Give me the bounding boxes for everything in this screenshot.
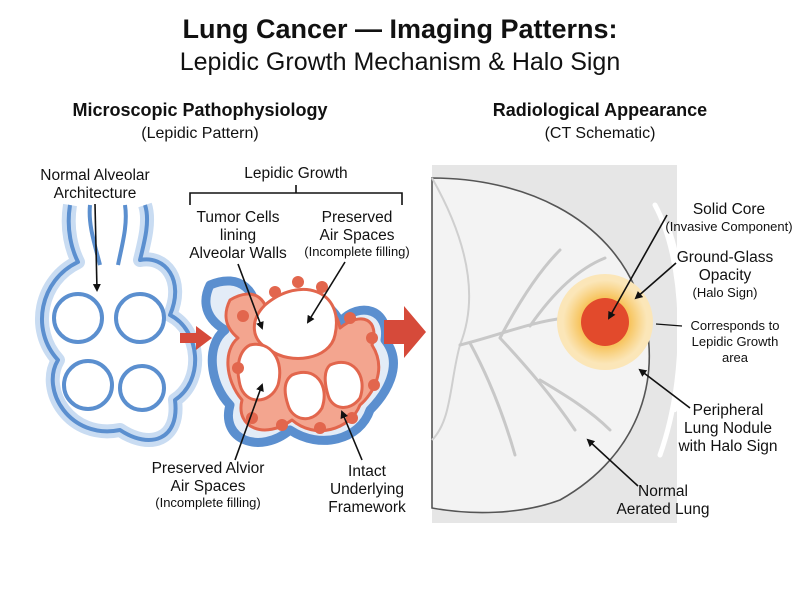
left-section-heading: Microscopic Pathophysiology xyxy=(72,100,327,120)
framework-label-3: Framework xyxy=(328,499,406,516)
ggo-note: (Halo Sign) xyxy=(692,285,757,300)
nodule-label-3: with Halo Sign xyxy=(677,438,777,455)
solid-core-pointer xyxy=(608,214,668,320)
nodule-label-2: Lung Nodule xyxy=(684,420,772,437)
lepidic-growth-label: Lepidic Growth xyxy=(244,165,347,182)
title-line-2: Lepidic Growth Mechanism & Halo Sign xyxy=(180,48,620,76)
title-line-1: Lung Cancer — Imaging Patterns: xyxy=(182,14,617,44)
tumor-cells-label-2: lining xyxy=(220,227,256,244)
right-section-heading: Radiological Appearance xyxy=(493,100,707,120)
ggo-label-1: Ground-Glass xyxy=(677,249,774,266)
transition-arrow-large xyxy=(384,306,426,358)
corresponds-label-3: area xyxy=(722,350,749,365)
normal-alveolar-pointer xyxy=(92,203,101,292)
normal-alveolus-illustration xyxy=(35,202,203,447)
nodule-pointer xyxy=(638,368,691,409)
preserved-bottom-note: (Incomplete filling) xyxy=(155,495,261,510)
lepidic-growth-illustration xyxy=(201,276,398,447)
normal-lung-label-2: Aerated Lung xyxy=(616,501,709,518)
tumor-cells-pointer xyxy=(237,263,264,330)
tumor-cells-label-3: Alveolar Walls xyxy=(189,245,287,262)
normal-alveolar-label-1: Normal Alveolar xyxy=(40,167,149,184)
ggo-label-2: Opacity xyxy=(699,267,752,284)
left-section-subheading: (Lepidic Pattern) xyxy=(141,125,258,142)
lepidic-growth-bracket xyxy=(189,185,403,205)
ct-schematic xyxy=(431,165,688,523)
normal-lung-label-1: Normal xyxy=(638,483,688,500)
preserved-bottom-label-1: Preserved Alvior xyxy=(152,460,265,477)
nodule-label-1: Peripheral xyxy=(693,402,764,419)
normal-lung-pointer xyxy=(586,438,639,487)
preserved-bottom-pointer xyxy=(234,383,264,461)
framework-label-1: Intact xyxy=(348,463,387,480)
framework-label-2: Underlying xyxy=(330,481,404,498)
normal-alveolar-label-2: Architecture xyxy=(54,185,137,202)
solid-core-note: (Invasive Component) xyxy=(665,219,792,234)
corresponds-label-2: Lepidic Growth xyxy=(692,334,779,349)
ggo-pointer xyxy=(634,262,677,300)
preserved-top-pointer xyxy=(306,261,346,324)
corresponds-pointer xyxy=(655,323,683,327)
solid-core-label: Solid Core xyxy=(693,201,765,218)
preserved-bottom-label-2: Air Spaces xyxy=(171,478,246,495)
preserved-top-label-2: Air Spaces xyxy=(320,227,395,244)
tumor-cells-label-1: Tumor Cells xyxy=(197,209,280,226)
transition-arrow-small xyxy=(180,326,212,350)
framework-pointer xyxy=(340,410,363,461)
right-section-subheading: (CT Schematic) xyxy=(545,125,656,142)
corresponds-label-1: Corresponds to xyxy=(691,318,780,333)
preserved-top-label-1: Preserved xyxy=(322,209,393,226)
preserved-top-note: (Incomplete filling) xyxy=(304,244,410,259)
